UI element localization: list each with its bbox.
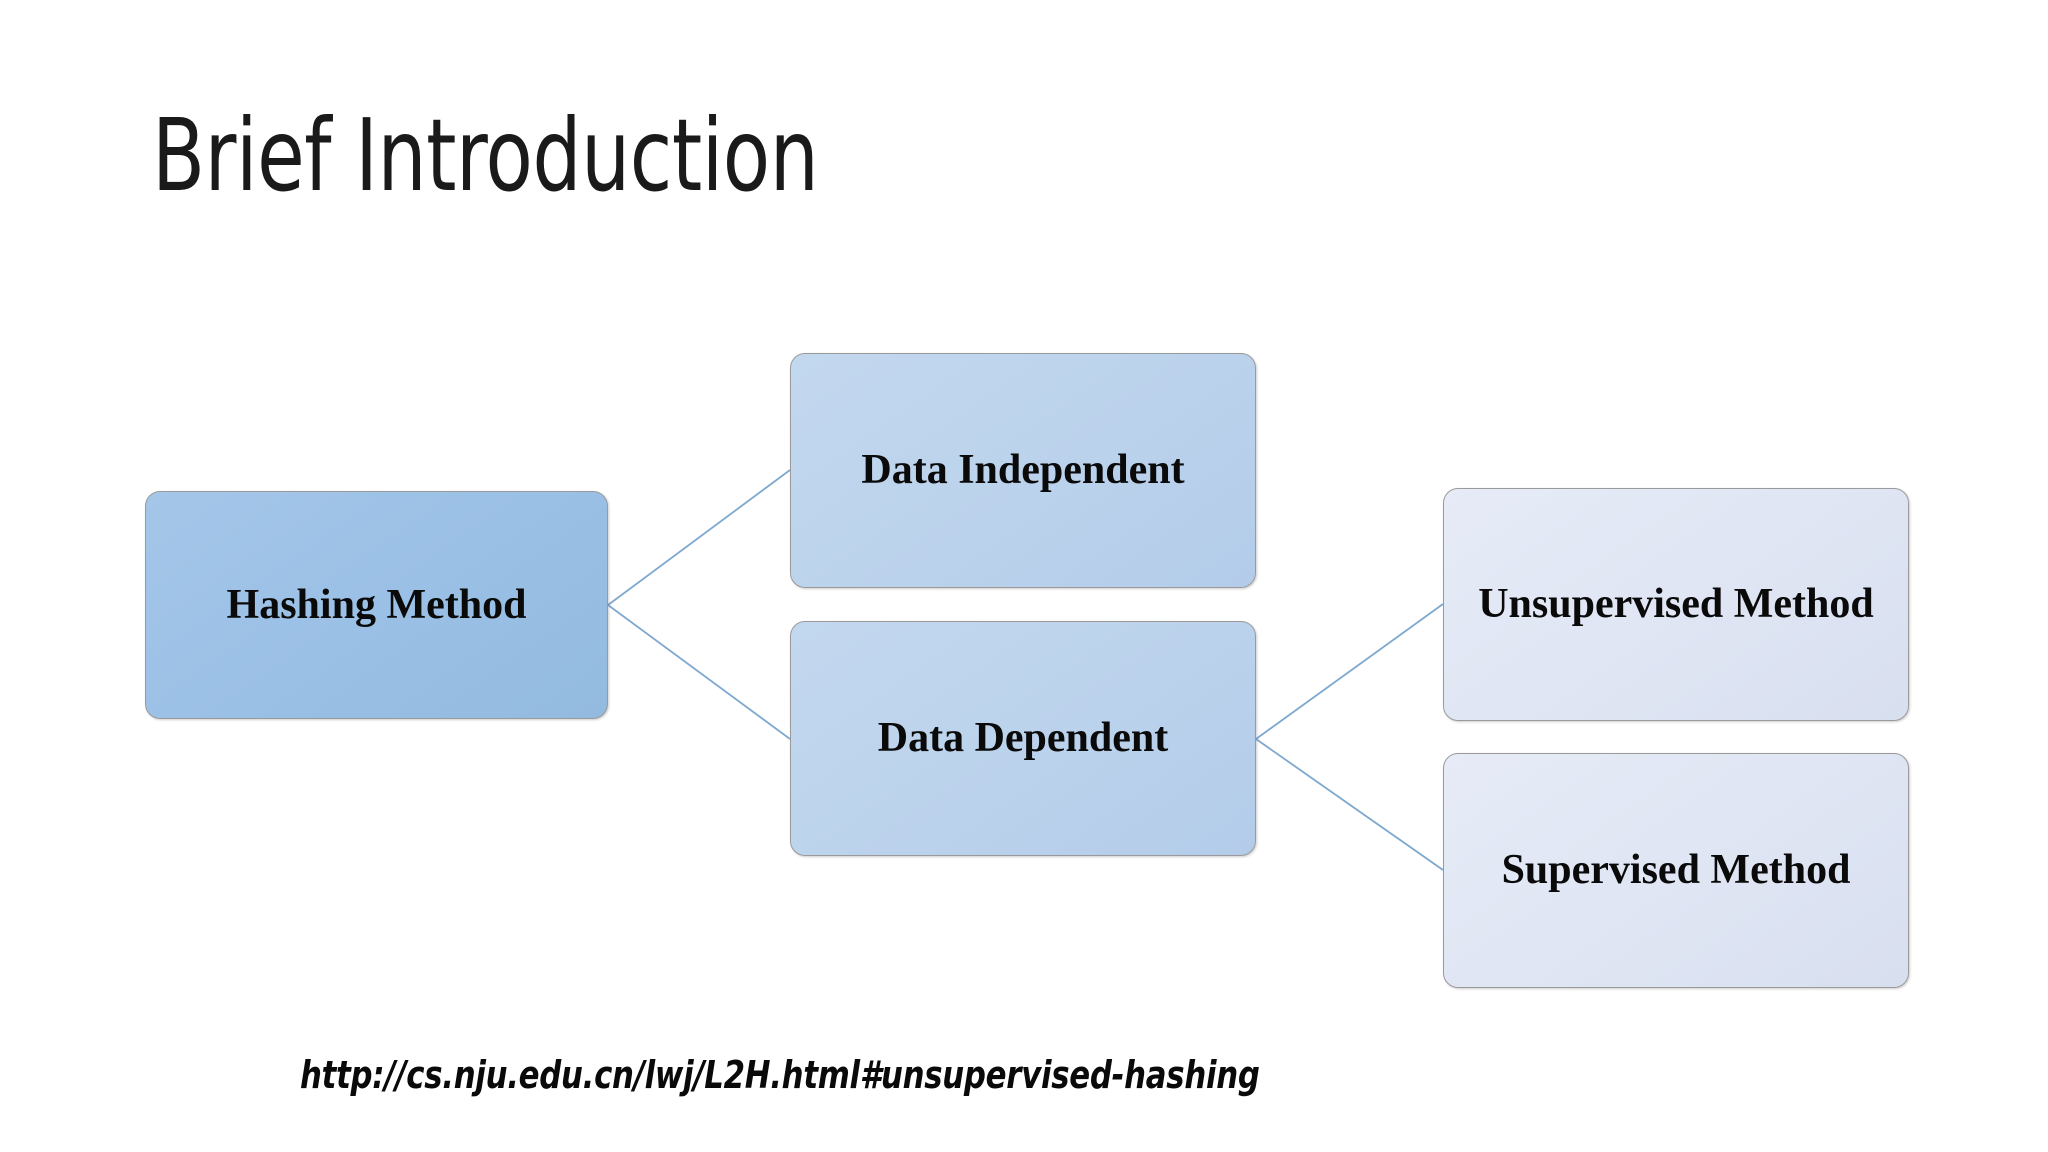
edge-hashing-to-data-dependent — [607, 604, 791, 740]
node-data-independent[interactable]: Data Independent — [790, 353, 1256, 588]
node-data-dependent[interactable]: Data Dependent — [790, 621, 1256, 856]
node-unsupervised-method-label: Unsupervised Method — [1478, 581, 1874, 628]
node-data-independent-label: Data Independent — [861, 447, 1185, 494]
node-hashing-method[interactable]: Hashing Method — [145, 491, 608, 719]
node-supervised-method-label: Supervised Method — [1501, 847, 1851, 894]
edge-data-dependent-to-supervised — [1255, 738, 1444, 871]
node-hashing-method-label: Hashing Method — [226, 581, 527, 628]
node-unsupervised-method[interactable]: Unsupervised Method — [1443, 488, 1909, 721]
edge-hashing-to-data-independent — [607, 469, 791, 606]
source-url-caption: http://cs.nju.edu.cn/lwj/L2H.html#unsupe… — [300, 1053, 1260, 1097]
node-supervised-method[interactable]: Supervised Method — [1443, 753, 1909, 988]
node-data-dependent-label: Data Dependent — [877, 715, 1169, 762]
edge-data-dependent-to-unsupervised — [1255, 603, 1444, 740]
page-title: Brief Introduction — [152, 97, 819, 214]
